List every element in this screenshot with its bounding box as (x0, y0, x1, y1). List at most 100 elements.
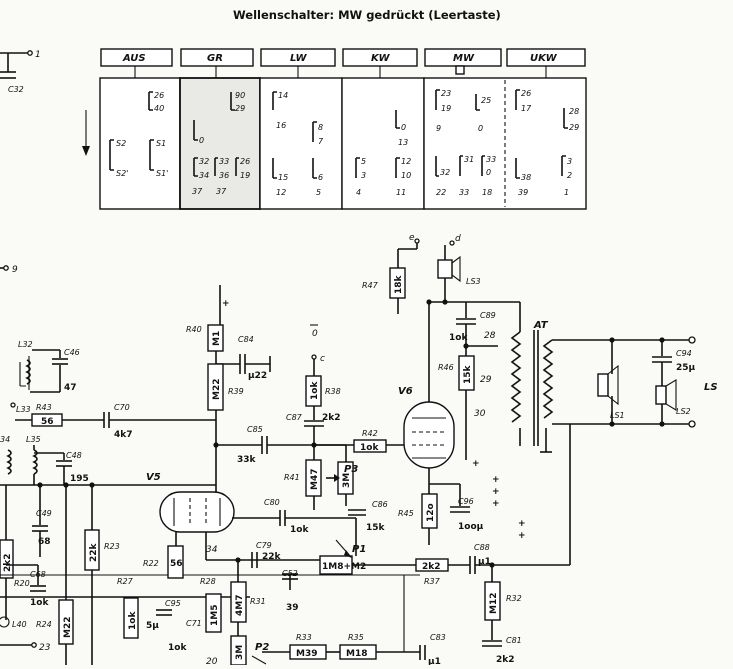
svg-text:29: 29 (569, 123, 579, 132)
svg-text:C52: C52 (282, 569, 298, 578)
svg-text:33: 33 (486, 155, 496, 164)
switch-title: Wellenschalter: MW gedrückt (Leertaste) (233, 8, 501, 22)
svg-text:R31: R31 (250, 597, 266, 606)
svg-text:2k2: 2k2 (422, 562, 441, 572)
resistor-r22 (167, 545, 184, 579)
svg-text:18: 18 (482, 188, 492, 197)
svg-text:26: 26 (240, 157, 250, 166)
svg-text:C94: C94 (676, 349, 692, 358)
preamp-anode-network: + M1 R40 M22 R39 C84 µ22 C85 33k C80 1ok (186, 285, 356, 535)
svg-text:5: 5 (361, 157, 366, 166)
key-label-aus: AUS (122, 53, 146, 64)
svg-text:2k2: 2k2 (496, 655, 515, 665)
svg-text:R43: R43 (36, 403, 52, 412)
svg-text:R20: R20 (14, 579, 30, 588)
key-label-gr: GR (207, 53, 223, 64)
svg-text:L40: L40 (12, 620, 27, 629)
svg-text:2k2: 2k2 (3, 553, 13, 572)
svg-text:R46: R46 (438, 363, 454, 372)
svg-text:9: 9 (12, 265, 18, 275)
svg-text:29: 29 (235, 104, 245, 113)
svg-text:25µ: 25µ (676, 363, 696, 373)
svg-text:R33: R33 (296, 633, 312, 642)
svg-text:29: 29 (480, 375, 492, 385)
tube-v6: V6 12o R45 C96 1ooµ + e 18k R47 d LS3 (362, 233, 526, 545)
key-label-kw: KW (371, 53, 390, 64)
svg-text:C79: C79 (256, 541, 272, 550)
svg-text:R24: R24 (36, 620, 52, 629)
svg-text:5: 5 (316, 188, 321, 197)
resistor-r27 (123, 597, 139, 639)
svg-text:V6: V6 (398, 386, 413, 397)
svg-text:26: 26 (154, 91, 164, 100)
svg-text:M39: M39 (296, 649, 317, 659)
svg-text:M1: M1 (212, 331, 222, 346)
svg-text:+: + (492, 487, 500, 497)
svg-text:C85: C85 (247, 425, 263, 434)
svg-text:S1: S1 (156, 139, 166, 148)
contact-box-aus (99, 77, 181, 210)
output-transformer: AT LS LS1 C94 25µ LS2 (510, 302, 718, 453)
svg-text:LS3: LS3 (466, 277, 481, 286)
wave-switch-panel: AUS GR LW KW MW UKW S2 S2' S1 S1' 26 4 (82, 48, 587, 210)
svg-text:12o: 12o (426, 503, 436, 522)
svg-text:R32: R32 (506, 594, 522, 603)
svg-text:P3: P3 (344, 464, 358, 475)
svg-text:7: 7 (318, 137, 324, 146)
svg-text:22: 22 (436, 188, 446, 197)
svg-text:0: 0 (312, 329, 318, 339)
contact-box-gr (179, 77, 261, 210)
key-label-lw: LW (290, 53, 308, 64)
svg-text:R23: R23 (104, 542, 120, 551)
svg-text:M22: M22 (63, 617, 73, 638)
svg-text:1ok: 1ok (128, 611, 138, 630)
svg-text:56: 56 (41, 417, 54, 427)
contact-box-kw (341, 77, 425, 210)
svg-text:1: 1 (564, 188, 569, 197)
svg-text:R41: R41 (284, 473, 300, 482)
svg-text:C46: C46 (64, 348, 80, 357)
svg-text:19: 19 (240, 171, 250, 180)
svg-text:C81: C81 (506, 636, 522, 645)
svg-text:47: 47 (64, 383, 77, 393)
svg-text:R42: R42 (362, 429, 378, 438)
feedback-network: 34 4M7 R31 3M P2 C79 22k C52 39 1M8+M2 P… (206, 424, 571, 667)
svg-text:32: 32 (199, 157, 209, 166)
svg-text:L33: L33 (16, 405, 31, 414)
svg-text:1ok: 1ok (168, 643, 187, 653)
svg-text:C70: C70 (114, 403, 130, 412)
svg-text:4M7: 4M7 (235, 595, 245, 616)
speaker-ls1 (597, 373, 609, 397)
svg-text:90: 90 (235, 91, 245, 100)
svg-text:d: d (455, 234, 461, 244)
svg-text:34: 34 (0, 435, 10, 444)
svg-text:+: + (518, 519, 526, 529)
svg-text:4k7: 4k7 (114, 430, 133, 440)
svg-text:36: 36 (219, 171, 229, 180)
svg-text:33: 33 (219, 157, 229, 166)
svg-text:µ1: µ1 (428, 657, 441, 665)
tone-network: 0 c 1ok R38 C87 2k2 M47 R41 3M P3 C86 15… (284, 324, 404, 533)
svg-text:26: 26 (521, 89, 531, 98)
svg-text:68: 68 (38, 537, 51, 547)
svg-text:1: 1 (35, 50, 41, 60)
svg-text:R39: R39 (228, 387, 244, 396)
svg-text:10: 10 (401, 171, 411, 180)
svg-text:39: 39 (286, 603, 299, 613)
svg-text:C80: C80 (264, 498, 280, 507)
svg-text:4: 4 (356, 188, 361, 197)
svg-text:µ1: µ1 (478, 557, 491, 567)
svg-text:+: + (518, 531, 526, 541)
svg-text:15k: 15k (366, 523, 386, 533)
svg-text:C96: C96 (458, 497, 474, 506)
resistor-r42 (353, 439, 387, 453)
svg-text:20: 20 (206, 657, 218, 665)
svg-text:13: 13 (398, 138, 408, 147)
key-label-ukw: UKW (530, 53, 558, 64)
tube-v5: V5 56 R22 R27 1ok C95 5µ 1ok C71 R28 1M5… (117, 420, 235, 667)
svg-text:L35: L35 (26, 435, 41, 444)
svg-text:+: + (472, 459, 480, 469)
speaker-ls2-icon (665, 379, 677, 411)
svg-text:3: 3 (567, 157, 572, 166)
